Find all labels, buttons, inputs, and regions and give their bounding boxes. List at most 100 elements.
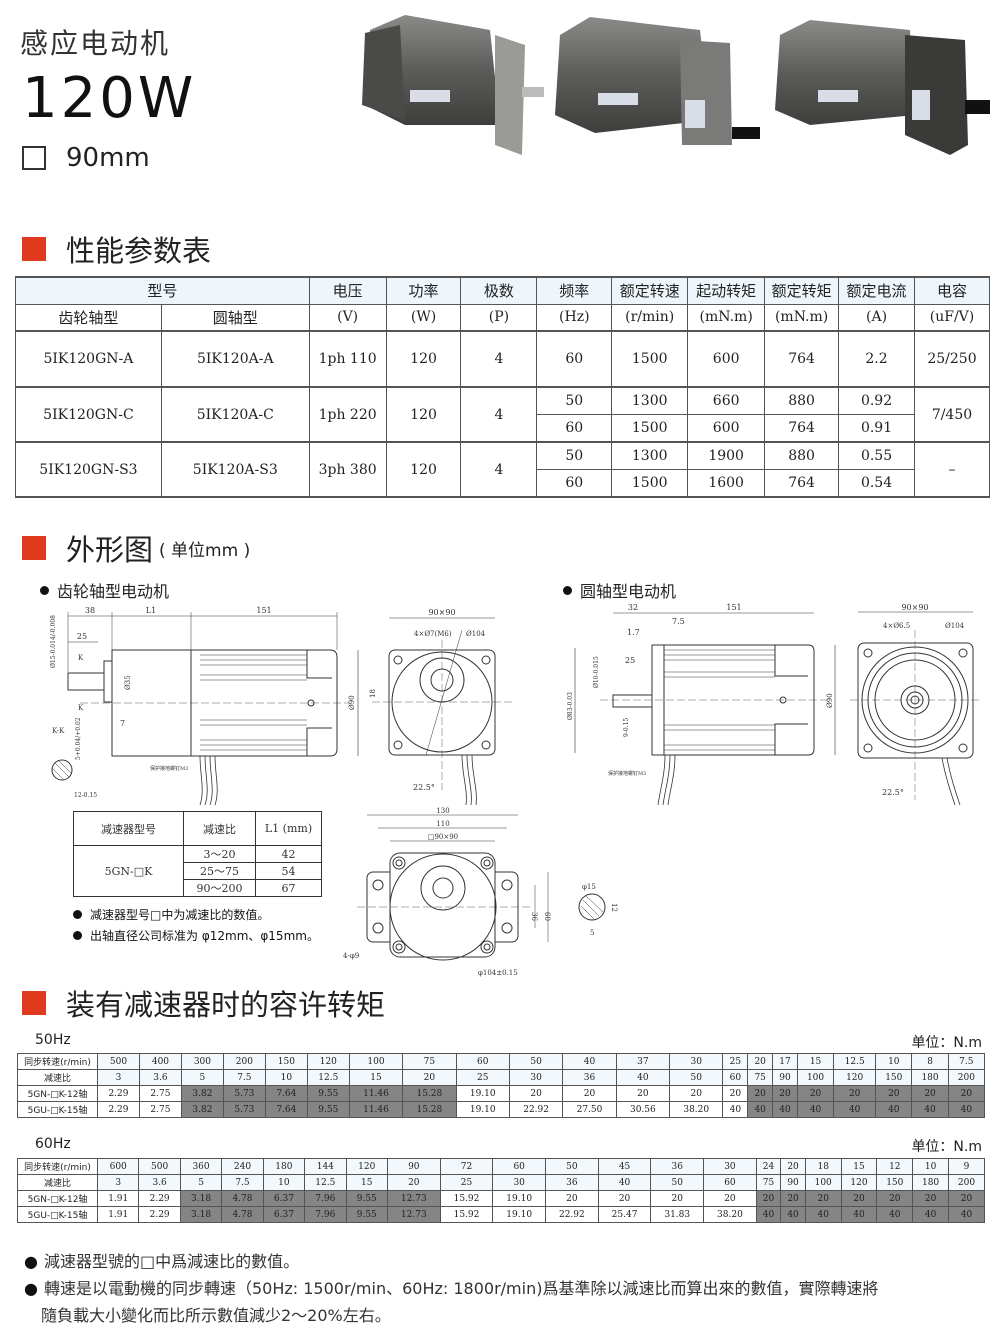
- torque-cell: 360: [179, 1158, 223, 1175]
- torque-cell: 50: [508, 1053, 564, 1070]
- torque-cell: 300: [180, 1053, 224, 1070]
- frequency-label: 60Hz: [35, 1136, 71, 1152]
- torque-cell: 200: [947, 1174, 986, 1191]
- row-label: 同步转速(r/min): [17, 1053, 98, 1070]
- torque-cell: 6.37: [262, 1190, 306, 1207]
- ground-screw-label: 保护接地螺钉M3: [608, 770, 646, 777]
- round-shaft-model: 5IK120A-S3: [160, 441, 310, 498]
- torque-cell: 40: [804, 1206, 842, 1223]
- torque-cell: 100: [804, 1174, 842, 1191]
- torque-cell: 30: [508, 1069, 564, 1086]
- section-kk: K-K: [52, 727, 65, 735]
- rated-current: 0.91: [838, 414, 915, 443]
- torque-cell: 150: [875, 1069, 913, 1086]
- torque-cell: 18: [804, 1158, 842, 1175]
- dim-9: 9-0.15: [623, 718, 630, 737]
- torque-cell: 40: [722, 1101, 749, 1118]
- unit-rated-current: (A): [838, 303, 915, 332]
- round-motor-label: 圆轴型电动机: [563, 578, 676, 602]
- frame-size-value: 90mm: [66, 143, 150, 173]
- header-round-shaft: 圆轴型: [160, 303, 310, 332]
- torque-cell: 12.73: [386, 1190, 441, 1207]
- torque-cell: 2.29: [138, 1190, 181, 1207]
- dim-pcd: Ø104: [945, 622, 965, 630]
- torque-cell: 10: [912, 1158, 949, 1175]
- torque-cell: 5: [180, 1069, 224, 1086]
- frequency: 50: [536, 386, 613, 415]
- dim-90x90: 90×90: [428, 608, 455, 617]
- torque-cell: 50: [669, 1069, 724, 1086]
- ground-screw-label: 保护接地螺钉M3: [150, 765, 188, 772]
- torque-cell: 30: [669, 1053, 724, 1070]
- header-capacitor: 电容: [913, 276, 991, 305]
- torque-cell: 25: [439, 1174, 494, 1191]
- torque-cell: 31.83: [650, 1206, 705, 1223]
- torque-cell: 30.56: [615, 1101, 671, 1118]
- unit-poles: (P): [460, 303, 538, 332]
- gear-motor-label: 齿轮轴型电动机: [40, 578, 169, 602]
- row-label: 5GN-□K-12轴: [17, 1085, 98, 1102]
- dim-holes: 4-φ9: [343, 952, 359, 960]
- starting-torque: 660: [687, 386, 766, 415]
- frequency-label: 50Hz: [35, 1032, 71, 1048]
- dim-7-5: 7.5: [672, 617, 685, 626]
- dim-90x90: □90×90: [428, 833, 458, 841]
- torque-cell: 20: [804, 1190, 842, 1207]
- torque-cell: 3: [96, 1174, 140, 1191]
- torque-cell: 2.75: [138, 1085, 182, 1102]
- torque-cell: 50: [545, 1158, 599, 1175]
- gear-motor-front-view: 90×90 4×Ø7(M6) Ø104 18 22.5°: [369, 608, 512, 806]
- torque-cell: 24: [755, 1158, 782, 1175]
- torque-cell: 3: [97, 1069, 140, 1086]
- torque-cell: 4.78: [221, 1206, 264, 1223]
- torque-cell: 25: [455, 1069, 510, 1086]
- torque-cell: 9.55: [306, 1101, 350, 1118]
- torque-cell: 9.55: [345, 1206, 388, 1223]
- torque-cell: 9: [947, 1158, 986, 1175]
- gear-shaft-model: 5IK120GN-S3: [15, 441, 162, 498]
- shaft-note: 出轴直径公司标准为 φ12mm、φ15mm。: [73, 927, 319, 944]
- torque-cell: 15.92: [439, 1190, 494, 1207]
- torque-cell: 180: [911, 1069, 949, 1086]
- torque-cell: 15: [345, 1174, 388, 1191]
- torque-cell: 60: [455, 1053, 510, 1070]
- gear-motor-photo-3: [775, 20, 990, 155]
- torque-cell: 40: [840, 1206, 878, 1223]
- rated-current: 0.92: [838, 386, 915, 415]
- torque-cell: 3.82: [180, 1085, 224, 1102]
- frequency: 60: [536, 414, 613, 443]
- torque-cell: 1.91: [96, 1206, 140, 1223]
- unit-label: 单位：N.m: [911, 1139, 982, 1155]
- unit-capacitor: (uF/V): [913, 303, 991, 332]
- torque-cell: 20: [911, 1085, 949, 1102]
- torque-cell: 75: [747, 1069, 774, 1086]
- frame-size: 90mm: [22, 143, 150, 173]
- dim-90: Ø90: [826, 693, 834, 708]
- torque-cell: 20: [947, 1085, 986, 1102]
- rated-torque: 764: [764, 469, 840, 498]
- torque-cell: 2.29: [97, 1101, 140, 1118]
- torque-cell: 40: [562, 1053, 617, 1070]
- dim-38: 38: [85, 606, 95, 615]
- dim-pcd: φ104±0.15: [478, 969, 518, 977]
- torque-cell: 60: [703, 1174, 757, 1191]
- dim-130: 130: [436, 807, 449, 815]
- rated-speed: 1500: [611, 330, 689, 388]
- torque-cell: 7.64: [264, 1085, 308, 1102]
- frequency: 60: [536, 330, 613, 388]
- dim-12: 12-0.15: [74, 792, 97, 799]
- dim-151: 151: [726, 603, 741, 612]
- torque-cell: 2.29: [97, 1085, 140, 1102]
- torque-cell: 19.10: [455, 1085, 510, 1102]
- torque-cell: 40: [755, 1206, 782, 1223]
- section-unit: ( 单位mm ): [159, 540, 251, 561]
- torque-cell: 90: [780, 1174, 806, 1191]
- reducer-model: 5GN-□K: [73, 845, 184, 897]
- voltage: 1ph 110: [308, 330, 387, 388]
- gear-motor-side-view: 38 L1 151 25 Ø15-0.014/-0.008 K K Ø35 7 …: [50, 606, 359, 806]
